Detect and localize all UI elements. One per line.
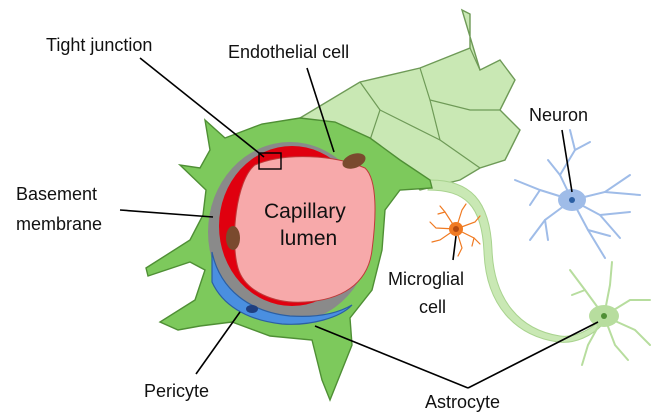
- microglial-cell-label-line1: Microglial: [388, 269, 464, 289]
- tight-junction-label: Tight junction: [46, 35, 152, 55]
- basement-membrane-label-line1: Basement: [16, 184, 97, 204]
- basement-membrane-leader: [120, 210, 213, 217]
- astrocyte-right-nucleus: [601, 313, 607, 319]
- capillary-lumen-label-line1: Capillary: [264, 200, 346, 223]
- microglial-nucleus: [453, 226, 459, 232]
- microglial-cell-label-line2: cell: [419, 297, 446, 317]
- endothelial-nucleus: [226, 226, 240, 250]
- pericyte-nucleus: [246, 305, 258, 313]
- neuron-nucleus: [569, 197, 575, 203]
- pericyte-label: Pericyte: [144, 381, 209, 401]
- capillary-lumen-label-line2: lumen: [280, 227, 337, 250]
- tight-junction-leader: [140, 58, 264, 157]
- microglial-cell-leader: [453, 236, 456, 260]
- basement-membrane-label-line2: membrane: [16, 214, 102, 234]
- astrocyte-label: Astrocyte: [425, 392, 500, 412]
- neuron-label: Neuron: [529, 105, 588, 125]
- endothelial-cell-label: Endothelial cell: [228, 42, 349, 62]
